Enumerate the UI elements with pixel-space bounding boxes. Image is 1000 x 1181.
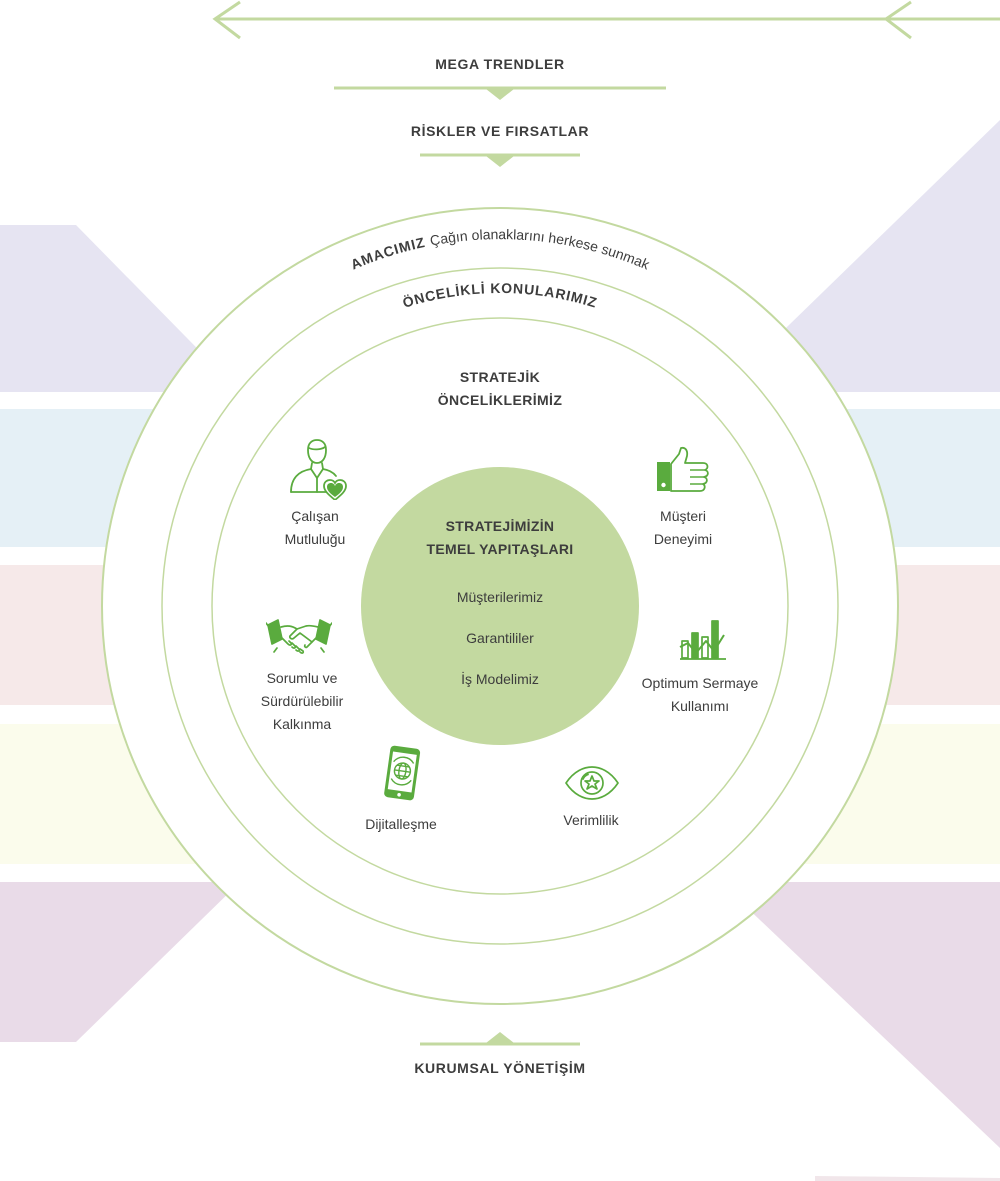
item-capital-utilization-label: Optimum Sermaye Kullanımı — [630, 672, 770, 718]
sustainable-development-line2: Sürdürülebilir — [260, 693, 344, 709]
risks-opportunities-label: RİSKLER VE FIRSATLAR — [410, 123, 590, 139]
digitalization-line1: Dijitalleşme — [365, 816, 437, 832]
core-title-line2: TEMEL YAPITAŞLARI — [426, 541, 574, 557]
core-item-customers: Müşterilerimiz — [456, 589, 544, 605]
item-sustainable-development-label: Sorumlu ve Sürdürülebilir Kalkınma — [242, 667, 362, 736]
employee-heart-icon — [290, 439, 347, 500]
core-item-business-model: İş Modelimiz — [461, 671, 539, 687]
band-lavender-right — [720, 120, 1000, 392]
eye-star-icon — [565, 766, 619, 800]
sustainable-development-line1: Sorumlu ve — [266, 670, 338, 686]
core-title: STRATEJİMİZİN TEMEL YAPITAŞLARI — [400, 515, 600, 561]
purpose-ring — [161, 267, 839, 945]
band-purple-right — [720, 882, 1000, 1148]
mega-pointer — [486, 89, 514, 100]
employee-happiness-line1: Çalışan — [291, 508, 339, 524]
capital-utilization-line1: Optimum Sermaye — [641, 675, 759, 691]
strategic-priorities-title: STRATEJİK ÖNCELİKLERİMİZ — [400, 366, 600, 412]
thumbs-up-icon — [657, 446, 709, 492]
priority-ring — [211, 317, 789, 895]
band-purple-left — [0, 882, 240, 1042]
band-lavender-left — [0, 225, 240, 392]
customer-experience-line1: Müşteri — [660, 508, 706, 524]
employee-happiness-line2: Mutluluğu — [284, 531, 346, 547]
mobile-globe-icon — [384, 745, 421, 801]
core-disc — [361, 467, 639, 745]
item-employee-happiness-label: Çalışan Mutluluğu — [255, 505, 375, 551]
bar-chart-icon — [679, 620, 726, 660]
strategic-title-line2: ÖNCELİKLERİMİZ — [437, 392, 563, 408]
band-pink-bottom — [815, 1176, 1000, 1181]
governance-pointer — [486, 1032, 514, 1043]
customer-experience-line2: Deneyimi — [653, 531, 713, 547]
efficiency-line1: Verimlilik — [563, 812, 619, 828]
core-title-line1: STRATEJİMİZİN — [445, 518, 555, 534]
capital-utilization-line2: Kullanımı — [670, 698, 730, 714]
item-digitalization-label: Dijitalleşme — [341, 813, 461, 836]
strategic-title-line1: STRATEJİK — [459, 369, 541, 385]
arrow-left-2 — [883, 0, 912, 40]
mega-trends-label: MEGA TRENDLER — [435, 56, 565, 72]
item-customer-experience-label: Müşteri Deneyimi — [623, 505, 743, 551]
item-efficiency-label: Verimlilik — [531, 809, 651, 832]
corporate-governance-label: KURUMSAL YÖNETİŞİM — [414, 1060, 586, 1076]
core-item-guarantors: Garantililer — [466, 630, 534, 646]
arrow-left-1 — [212, 0, 241, 40]
risks-pointer — [486, 156, 514, 167]
handshake-icon — [266, 619, 332, 654]
sustainable-development-line3: Kalkınma — [272, 716, 332, 732]
